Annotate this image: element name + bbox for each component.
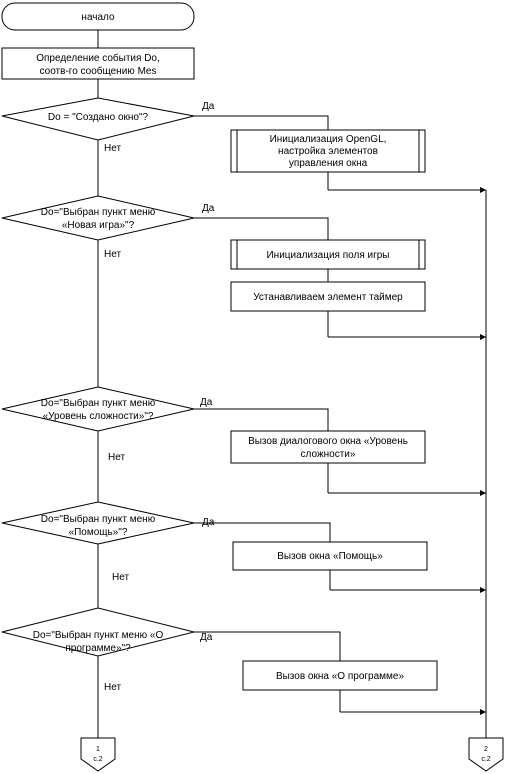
decision-3-yes-label: Да — [200, 397, 213, 408]
init-opengl-process: Инициализация OpenGL, настройка элементо… — [230, 129, 426, 173]
decision-window-created: Do = "Создано окно"? Да Нет — [1, 97, 215, 154]
decision-4-yes-label: Да — [202, 517, 215, 528]
decision-5-line-1: Do="Выбран пункт меню «О — [33, 629, 164, 641]
connector-1-number: 1 — [96, 746, 100, 753]
init-opengl-line-1: Инициализация OpenGL, — [270, 134, 387, 145]
decision-help: Do="Выбран пункт меню «Помощь»"? Да Нет — [1, 501, 215, 583]
define-line-1: Определение события Do, — [36, 52, 160, 64]
decision-about: Do="Выбран пункт меню «О программе»"? Да… — [1, 607, 213, 693]
decision-4-line-1: Do="Выбран пункт меню — [41, 513, 156, 525]
connector-2-page: с.2 — [481, 756, 490, 763]
offpage-connector-2: 2 с.2 — [468, 737, 504, 772]
decision-5-yes-label: Да — [200, 632, 213, 643]
decision-1-no-label: Нет — [104, 143, 121, 154]
decision-2-yes-label: Да — [202, 203, 215, 214]
decision-4-line-2: «Помощь»"? — [69, 527, 128, 538]
decision-1-line-1: Do = "Создано окно"? — [48, 112, 149, 123]
decision-4-no-label: Нет — [112, 572, 129, 583]
flow-lines — [97, 30, 487, 738]
define-line-2: соотв-го сообщению Mes — [40, 65, 157, 77]
init-opengl-line-2: настройка элементов — [278, 146, 378, 157]
decision-3-line-2: «Уровень сложности»"? — [43, 411, 154, 422]
init-field-label: Инициализация поля игры — [266, 250, 389, 261]
decision-new-game: Do="Выбран пункт меню «Новая игра»"? Да … — [1, 195, 215, 260]
decision-difficulty: Do="Выбран пункт меню «Уровень сложности… — [1, 386, 213, 463]
init-field-process: Инициализация поля игры — [230, 239, 426, 270]
decision-3-line-1: Do="Выбран пункт меню — [41, 397, 156, 409]
start-label: начало — [81, 12, 115, 23]
level-dialog-line-2: сложности» — [301, 449, 356, 460]
decision-2-no-label: Нет — [104, 249, 121, 260]
connector-1-page: с.2 — [93, 756, 102, 763]
decision-5-no-label: Нет — [104, 682, 121, 693]
decision-3-no-label: Нет — [108, 452, 125, 463]
decision-2-line-1: Do="Выбран пункт меню — [41, 206, 156, 218]
init-opengl-line-3: управления окна — [289, 158, 368, 169]
timer-process: Устанавливаем элемент таймер — [230, 281, 426, 312]
offpage-connector-1: 1 с.2 — [80, 737, 116, 772]
about-window-process: Вызов окна «О программе» — [242, 660, 438, 691]
decision-2-line-2: «Новая игра»"? — [62, 220, 135, 231]
start-terminal: начало — [1, 2, 195, 31]
about-window-label: Вызов окна «О программе» — [276, 671, 405, 682]
level-dialog-process: Вызов диалогового окна «Уровень сложност… — [230, 430, 426, 464]
help-window-process: Вызов окна «Помощь» — [232, 541, 428, 571]
timer-label: Устанавливаем элемент таймер — [253, 292, 403, 303]
level-dialog-line-1: Вызов диалогового окна «Уровень — [248, 436, 408, 447]
decision-1-yes-label: Да — [202, 101, 215, 112]
connector-2-number: 2 — [484, 746, 488, 753]
define-event-process: Определение события Do, соотв-го сообщен… — [1, 47, 195, 80]
decision-5-line-2: программе»"? — [65, 643, 131, 654]
help-window-label: Вызов окна «Помощь» — [277, 551, 383, 562]
